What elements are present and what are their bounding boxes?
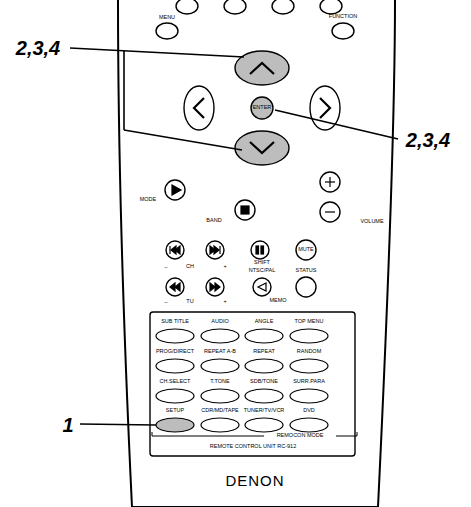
button-label: REMOCON MODE: [277, 433, 324, 439]
button-label: BAND: [206, 218, 221, 224]
button-label: +: [223, 264, 226, 270]
remote-button: [156, 389, 194, 403]
remote-button: [156, 359, 194, 373]
button-label: T.TONE: [210, 379, 229, 385]
button-label: SETUP: [166, 408, 184, 414]
button-label: SURR.PARA: [293, 379, 325, 385]
button-label: –: [164, 300, 167, 306]
remote-button: [290, 418, 328, 432]
button-label: TOP MENU: [295, 319, 324, 325]
button-label: CH.SELECT: [160, 379, 191, 385]
remote-button: [201, 389, 239, 403]
brand-logo: DENON: [225, 473, 284, 488]
remote-button: [245, 359, 283, 373]
remote-button: [245, 418, 283, 432]
remote-button: [290, 359, 328, 373]
button-label: MEMO: [269, 298, 286, 304]
callout-number: 2,3,4: [406, 130, 450, 150]
button-label: MUTE: [298, 247, 314, 253]
button-label: STATUS: [296, 268, 317, 274]
remote-button: [290, 389, 328, 403]
remote-button: [201, 329, 239, 343]
button-label: TU: [186, 299, 193, 305]
remote-button: [245, 389, 283, 403]
button-label: TUNER/TV/VCR: [244, 408, 285, 414]
remote-button: [156, 418, 194, 432]
button-label: ANGLE: [255, 319, 274, 325]
button-label: ENTER: [253, 105, 272, 111]
button-label: CDR/MD/TAPE: [201, 408, 238, 414]
button-label: NTSC/PAL: [249, 268, 276, 274]
button-label: DVD: [303, 408, 315, 414]
remote-button: [201, 359, 239, 373]
button-label: SDB/TONE: [250, 379, 278, 385]
button-label: RANDOM: [297, 349, 321, 355]
model-label: REMOTE CONTROL UNIT RC-912: [210, 444, 296, 450]
button-label: REPEAT A-B: [204, 349, 236, 355]
remote-button: [201, 418, 239, 432]
remote-button: [156, 329, 194, 343]
remote-button: [290, 329, 328, 343]
button-label: MENU: [159, 15, 175, 21]
button-label: REPEAT: [253, 349, 275, 355]
remote-button: [245, 329, 283, 343]
button-label: PROG/DIRECT: [156, 349, 194, 355]
button-label: SUB TITLE: [161, 319, 189, 325]
button-label: –: [164, 265, 167, 271]
button-label: MODE: [140, 197, 157, 203]
button-label: +: [223, 299, 226, 305]
callout-number: 2,3,4: [16, 38, 60, 58]
button-label: AUDIO: [211, 319, 228, 325]
button-label: SHIFT: [254, 260, 270, 266]
button-label: FUNCTION: [329, 14, 357, 20]
button-label: VOLUME: [360, 219, 383, 225]
button-label: CH: [186, 264, 194, 270]
callout-number: 1: [62, 415, 73, 435]
